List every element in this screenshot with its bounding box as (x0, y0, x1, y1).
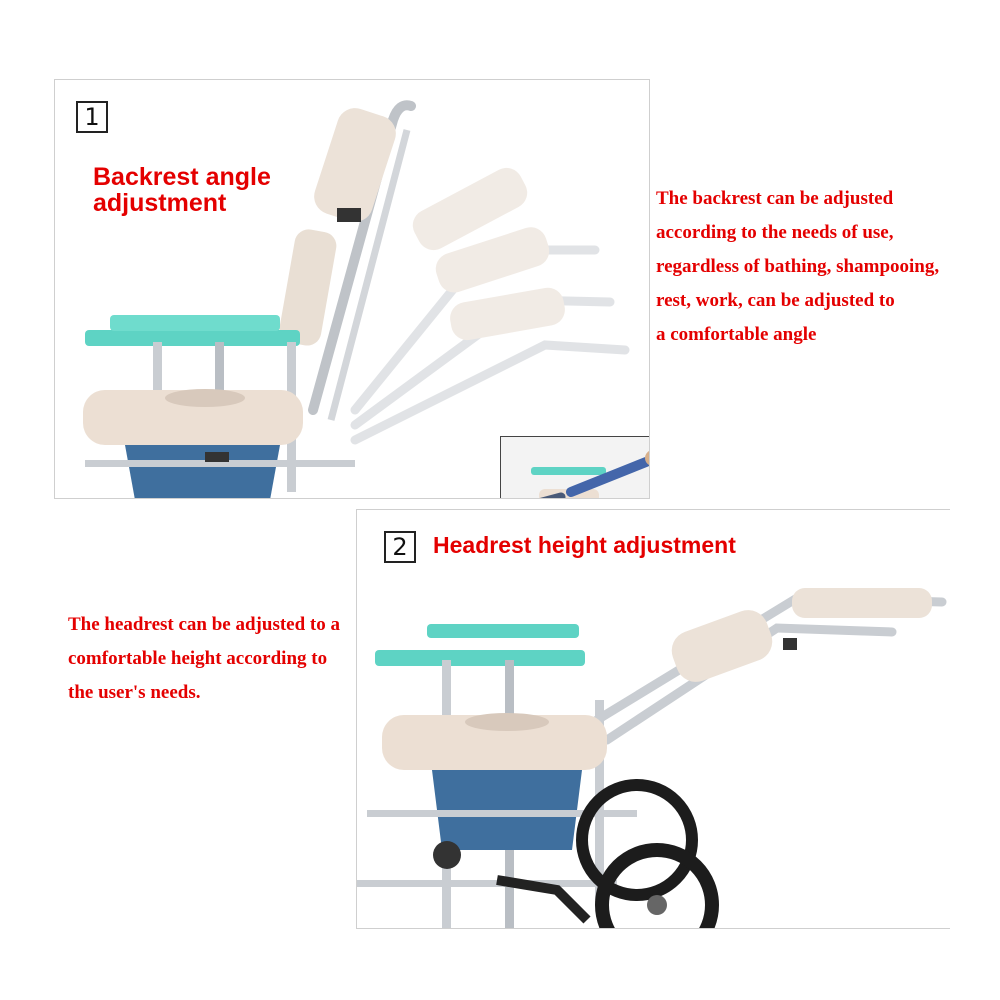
headrest-panel: 2 Headrest height adjustment (356, 509, 950, 929)
reclined-user-photo (500, 436, 649, 498)
panel1-title: Backrest angle adjustment (93, 164, 323, 217)
step-number-2: 2 (384, 531, 416, 563)
panel1-title-line2: adjustment (93, 189, 227, 218)
panel1-description: The backrest can be adjusted according t… (656, 188, 940, 345)
headrest-chair-illustration (357, 588, 947, 928)
panel1-title-line1: Backrest angle (93, 163, 271, 191)
step-number-1: 1 (76, 101, 108, 133)
panel2-description: The headrest can be adjusted to a comfor… (68, 614, 340, 703)
backrest-chair-illustration (83, 100, 630, 498)
panel2-title: Headrest height adjustment (433, 532, 736, 558)
backrest-panel: 1 Backrest angle adjustment (54, 79, 650, 499)
